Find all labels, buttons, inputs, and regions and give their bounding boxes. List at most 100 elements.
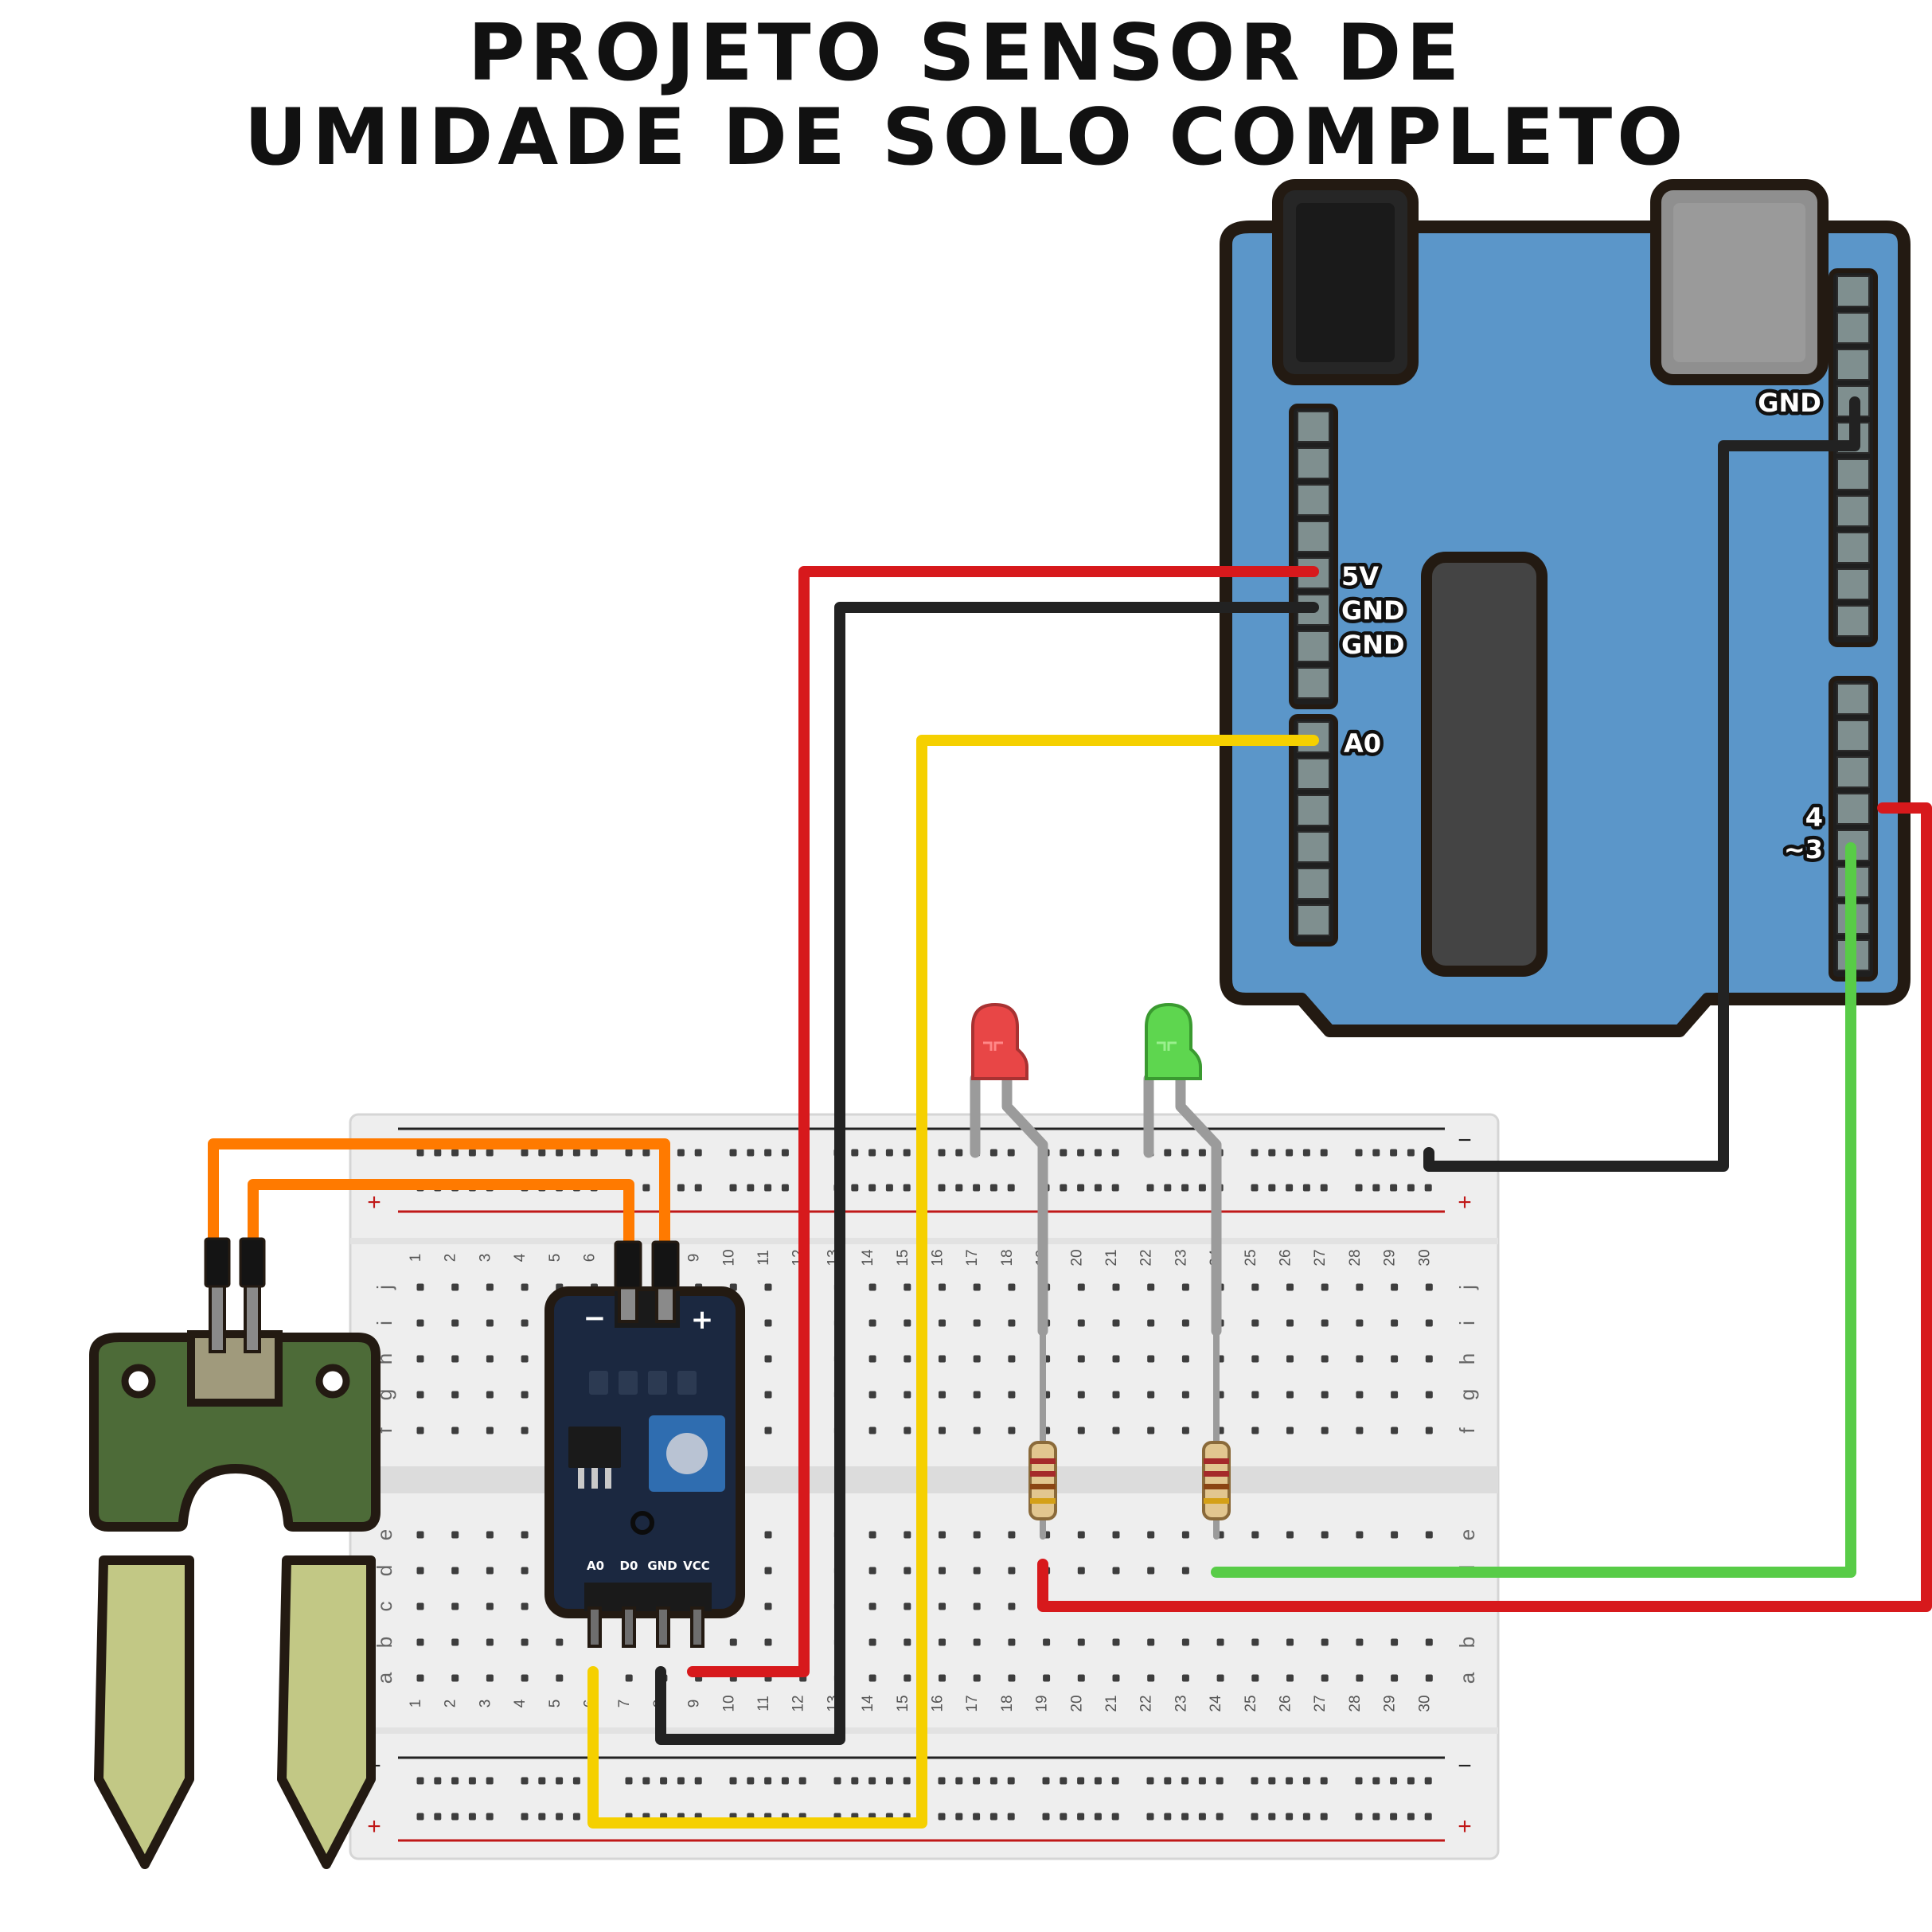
rail-hole <box>1424 1184 1432 1192</box>
column-number-bottom: 9 <box>686 1700 703 1708</box>
potentiometer-knob[interactable] <box>666 1433 708 1474</box>
breadboard-hole <box>1356 1355 1364 1363</box>
rail-hole <box>1042 1777 1050 1785</box>
rail-hole <box>434 1149 442 1157</box>
header-pin[interactable] <box>1297 758 1330 790</box>
probe-lead-right <box>244 1282 261 1353</box>
breadboard-hole <box>486 1674 494 1682</box>
rail-hole <box>1268 1813 1276 1821</box>
header-pin[interactable] <box>1836 793 1870 825</box>
rail-hole <box>451 1813 459 1821</box>
resistor-green-led[interactable] <box>1202 1328 1231 1540</box>
rail-hole <box>851 1777 859 1785</box>
breadboard-hole <box>1251 1427 1259 1434</box>
breadboard-hole <box>1112 1427 1120 1434</box>
breadboard-hole <box>1216 1674 1224 1682</box>
green-led-internal <box>1157 1041 1177 1051</box>
header-pin[interactable] <box>1836 495 1870 527</box>
rail-hole <box>1094 1149 1102 1157</box>
wire-5v-to-vcc[interactable] <box>687 566 1319 1677</box>
rail-hole <box>1424 1813 1432 1821</box>
breadboard-hole <box>1008 1427 1016 1434</box>
breadboard-hole <box>904 1531 911 1539</box>
rail-plus-top-left: + <box>367 1189 381 1216</box>
breadboard-hole <box>486 1391 494 1399</box>
breadboard-hole <box>868 1319 876 1327</box>
rail-hole <box>1355 1777 1363 1785</box>
breadboard-hole <box>556 1638 564 1646</box>
column-number-bottom: 1 <box>408 1700 424 1708</box>
header-pin[interactable] <box>1297 521 1330 552</box>
header-pin[interactable] <box>1297 868 1330 900</box>
rail-hole <box>955 1149 963 1157</box>
breadboard-hole <box>1391 1531 1399 1539</box>
header-pin[interactable] <box>1297 794 1330 826</box>
rail-hole <box>973 1813 981 1821</box>
header-pin[interactable] <box>1836 683 1870 715</box>
header-pin[interactable] <box>1836 756 1870 788</box>
resistor-red-led[interactable] <box>1028 1328 1057 1540</box>
resistor-1-band-3 <box>1030 1484 1056 1489</box>
header-pin[interactable] <box>1836 605 1870 637</box>
column-number-bottom: 14 <box>860 1695 876 1712</box>
wire-probe-to-module-minus[interactable] <box>248 1179 634 1263</box>
column-number-top: 29 <box>1382 1249 1399 1266</box>
breadboard-hole <box>904 1391 911 1399</box>
chip-leg-1 <box>578 1468 584 1489</box>
header-pin[interactable] <box>1297 904 1330 936</box>
header-pin[interactable] <box>1836 349 1870 381</box>
rail-hole <box>1390 1149 1398 1157</box>
header-pin[interactable] <box>1836 568 1870 600</box>
column-number-bottom: 11 <box>755 1696 772 1711</box>
rail-hole <box>764 1777 772 1785</box>
rail-hole <box>1094 1777 1102 1785</box>
header-pin[interactable] <box>1297 447 1330 479</box>
breadboard-hole <box>416 1283 424 1291</box>
column-number-top: 20 <box>1068 1249 1085 1266</box>
header-pin[interactable] <box>1836 459 1870 490</box>
wire-pin4-to-red-led[interactable] <box>1037 802 1932 1612</box>
breadboard-hole <box>1356 1674 1364 1682</box>
header-pin[interactable] <box>1836 532 1870 564</box>
header-pin[interactable] <box>1297 831 1330 863</box>
rail-hole <box>1251 1149 1259 1157</box>
smd-component-3 <box>648 1371 667 1395</box>
wire-a0-to-module-a0[interactable] <box>587 735 1319 1829</box>
rail-hole <box>556 1149 564 1157</box>
header-pin[interactable] <box>1297 411 1330 443</box>
wire-gnd-to-rail[interactable] <box>1423 396 1860 1172</box>
breadboard-hole <box>1391 1283 1399 1291</box>
header-pin[interactable] <box>1836 312 1870 344</box>
header-pin[interactable] <box>1297 484 1330 516</box>
breadboard-hole <box>1425 1638 1433 1646</box>
green-led[interactable] <box>1143 1002 1222 1337</box>
header-pin[interactable] <box>1297 667 1330 699</box>
wire-probe-to-module-plus[interactable] <box>208 1138 670 1263</box>
probe-left-leg <box>94 1555 194 1869</box>
wire-gnd-to-module-gnd[interactable] <box>655 602 1319 1745</box>
resistor-1-band-4 <box>1030 1498 1056 1504</box>
rail-hole <box>416 1149 424 1157</box>
rail-hole <box>1251 1813 1259 1821</box>
row-letter-right: b <box>1455 1637 1479 1648</box>
rail-hole <box>1286 1184 1294 1192</box>
rail-hole <box>625 1149 633 1157</box>
breadboard-hole <box>416 1391 424 1399</box>
red-led[interactable] <box>970 1002 1048 1337</box>
breadboard-hole <box>1181 1674 1189 1682</box>
column-number-top: 4 <box>512 1253 529 1262</box>
rail-hole <box>868 1149 876 1157</box>
wire-pin3-to-green-led[interactable] <box>1211 842 1856 1578</box>
column-number-top: 1 <box>408 1254 424 1263</box>
breadboard-hole <box>868 1567 876 1575</box>
title: PROJETO SENSOR DE UMIDADE DE SOLO COMPLE… <box>0 0 1932 183</box>
breadboard-hole <box>1147 1283 1155 1291</box>
breadboard-hole <box>1112 1391 1120 1399</box>
column-number-top: 3 <box>477 1254 494 1263</box>
header-pin[interactable] <box>1297 630 1330 662</box>
rail-hole <box>851 1149 859 1157</box>
breadboard-hole <box>868 1602 876 1610</box>
column-number-bottom: 28 <box>1347 1695 1364 1711</box>
header-pin[interactable] <box>1836 275 1870 307</box>
header-pin[interactable] <box>1836 720 1870 751</box>
